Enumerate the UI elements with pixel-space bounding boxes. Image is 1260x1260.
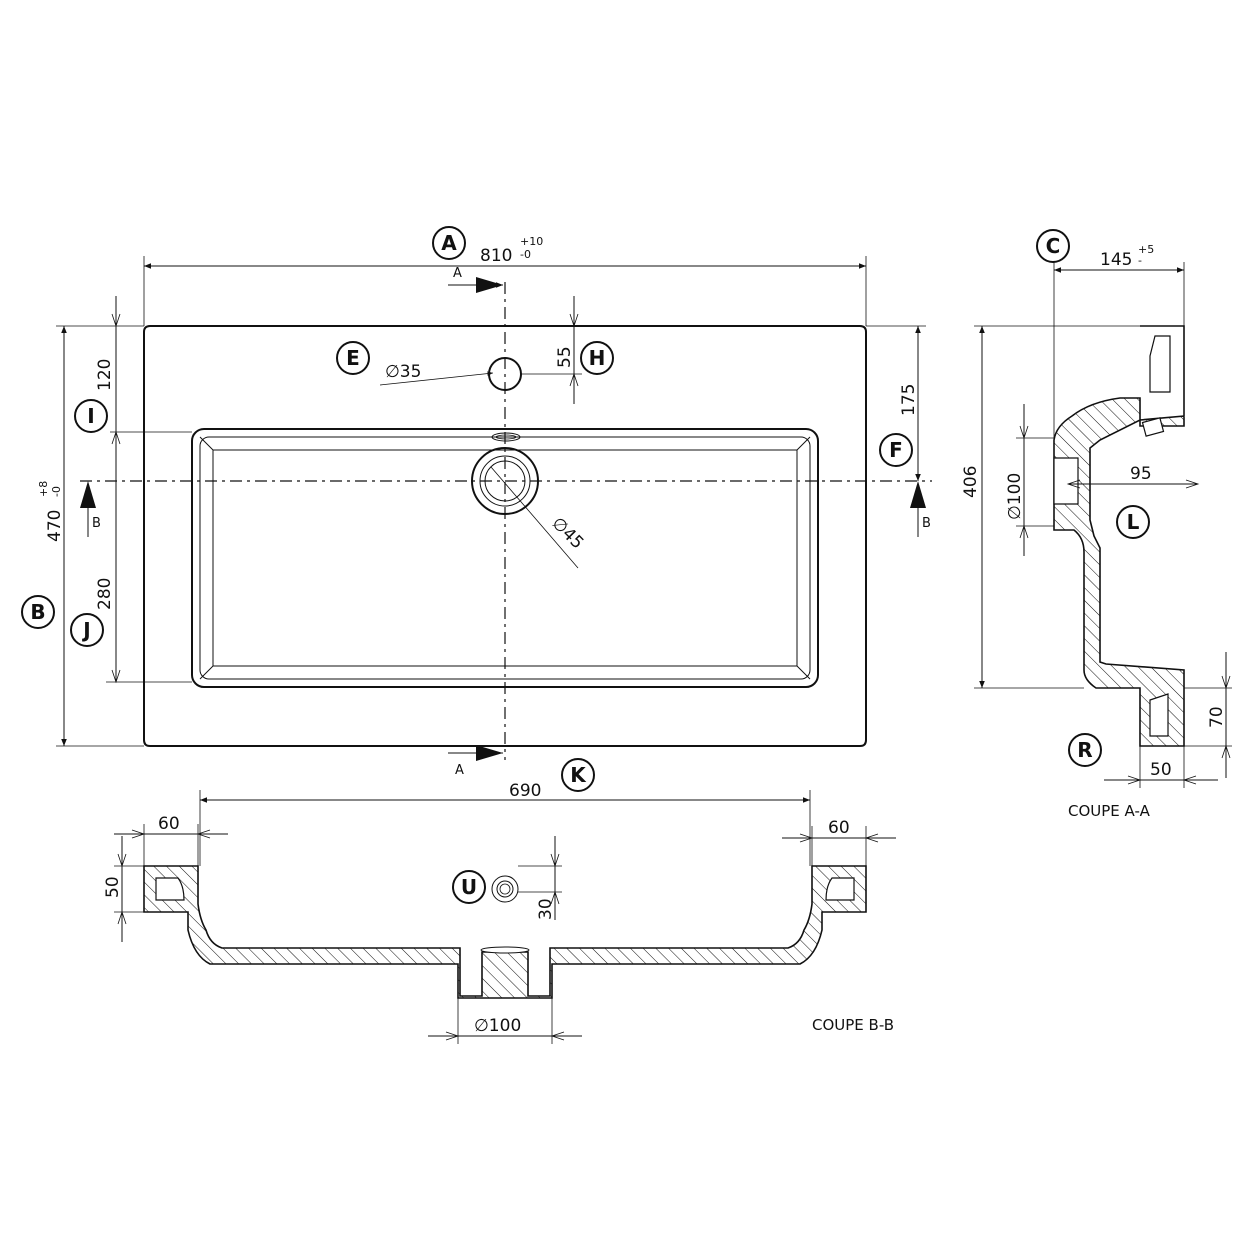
label-j: J	[70, 613, 104, 647]
dim-175: 175	[899, 384, 919, 416]
section-aa-drain-value: ∅100	[1005, 473, 1025, 520]
section-bb-60-right-value: 60	[828, 818, 850, 838]
section-bb-body	[143, 865, 867, 999]
width-dimension: 810 +10 -0	[143, 235, 867, 326]
section-bb-dim-60-left: 60	[114, 814, 228, 866]
svg-text:U: U	[461, 875, 477, 899]
section-bb-30-value: 30	[536, 898, 556, 920]
label-f: F	[879, 433, 913, 467]
section-aa-depth-dim: 145 +5 -	[1053, 243, 1185, 440]
width-tol-minus: -0	[520, 248, 531, 261]
section-aa-70-value: 70	[1207, 706, 1227, 728]
section-aa-50-value: 50	[1150, 760, 1172, 780]
drain-diameter-text: ∅45	[547, 513, 587, 553]
svg-text:L: L	[1127, 510, 1140, 534]
section-bb-caption: COUPE B-B	[812, 1016, 894, 1034]
section-aa-95-value: 95	[1130, 464, 1152, 484]
svg-text:B: B	[30, 600, 45, 624]
section-b-left-letter: B	[92, 516, 101, 531]
label-e: E	[336, 341, 370, 375]
vertical-chain-dimension: 120 280	[95, 296, 192, 684]
section-aa: 145 +5 - 406 ∅100 95	[961, 243, 1232, 820]
svg-text:A: A	[441, 231, 457, 255]
dimension-55: 55	[521, 296, 582, 404]
svg-text:J: J	[81, 618, 90, 642]
dim-120: 120	[95, 359, 115, 391]
label-i: I	[74, 399, 108, 433]
depth-tol-minus: -0	[50, 486, 63, 497]
section-aa-height-dim: 406	[961, 325, 1140, 689]
svg-text:F: F	[889, 438, 903, 462]
label-a: A	[432, 226, 466, 260]
section-aa-caption: COUPE A-A	[1068, 802, 1151, 820]
tap-hole-diameter: ∅35	[379, 362, 494, 386]
svg-text:R: R	[1077, 738, 1092, 762]
section-aa-dim-95: 95	[1066, 464, 1200, 489]
label-r: R	[1068, 733, 1102, 767]
section-bb-drain-dim: ∅100	[428, 998, 582, 1044]
svg-text:H: H	[589, 346, 606, 370]
section-bb-50-value: 50	[103, 876, 123, 898]
label-l: L	[1116, 505, 1150, 539]
section-aa-depth-value: 145	[1100, 250, 1132, 270]
section-bb: 60 60 50 30	[103, 814, 896, 1044]
section-aa-body	[1053, 325, 1185, 747]
section-bb-drain-value: ∅100	[474, 1016, 521, 1036]
label-c: C	[1036, 229, 1070, 263]
dimension-175: 175	[866, 325, 926, 481]
label-h: H	[580, 341, 614, 375]
section-a-bottom-letter: A	[455, 763, 464, 778]
label-u: U	[452, 870, 486, 904]
section-bb-dim-50: 50	[103, 836, 144, 942]
section-aa-drain-dim: ∅100	[1005, 404, 1054, 556]
section-a-markers: A A	[448, 266, 503, 778]
section-bb-60-left-value: 60	[158, 814, 180, 834]
svg-text:K: K	[570, 763, 587, 787]
dim-55: 55	[555, 346, 575, 368]
section-b-markers: B B	[80, 481, 931, 537]
label-markers: A B C E F H I J K L R U	[21, 226, 1150, 904]
top-view: 810 +10 -0 A A B B 470 +8	[37, 235, 932, 866]
depth-dimension: 470 +8 -0	[37, 325, 144, 747]
section-aa-depth-tol-plus: +5	[1138, 243, 1154, 256]
basin-width-dimension: 690	[199, 781, 811, 866]
tap-hole-diameter-text: ∅35	[385, 362, 421, 382]
label-k: K	[561, 758, 595, 792]
label-b: B	[21, 595, 55, 629]
section-aa-depth-tol-minus: -	[1138, 254, 1142, 267]
section-aa-height-value: 406	[961, 466, 981, 498]
washbasin-outline	[143, 325, 867, 747]
section-b-right-letter: B	[922, 516, 931, 531]
width-value: 810	[480, 246, 512, 266]
width-tol-plus: +10	[520, 235, 543, 248]
section-bb-dim-30: 30	[518, 836, 562, 920]
svg-text:C: C	[1046, 234, 1061, 258]
section-bb-dim-60-right: 60	[782, 818, 896, 866]
depth-tol-plus: +8	[37, 481, 50, 497]
dim-280: 280	[95, 578, 115, 610]
section-a-top-letter: A	[453, 266, 462, 281]
section-aa-dim-50: 50	[1104, 746, 1218, 788]
section-aa-dim-70: 70	[1184, 652, 1232, 778]
section-bb-overflow	[491, 875, 519, 903]
svg-text:I: I	[87, 404, 94, 428]
overflow-slot	[491, 432, 521, 442]
svg-text:E: E	[346, 346, 360, 370]
depth-value: 470	[45, 510, 65, 542]
basin-width-value: 690	[509, 781, 541, 801]
